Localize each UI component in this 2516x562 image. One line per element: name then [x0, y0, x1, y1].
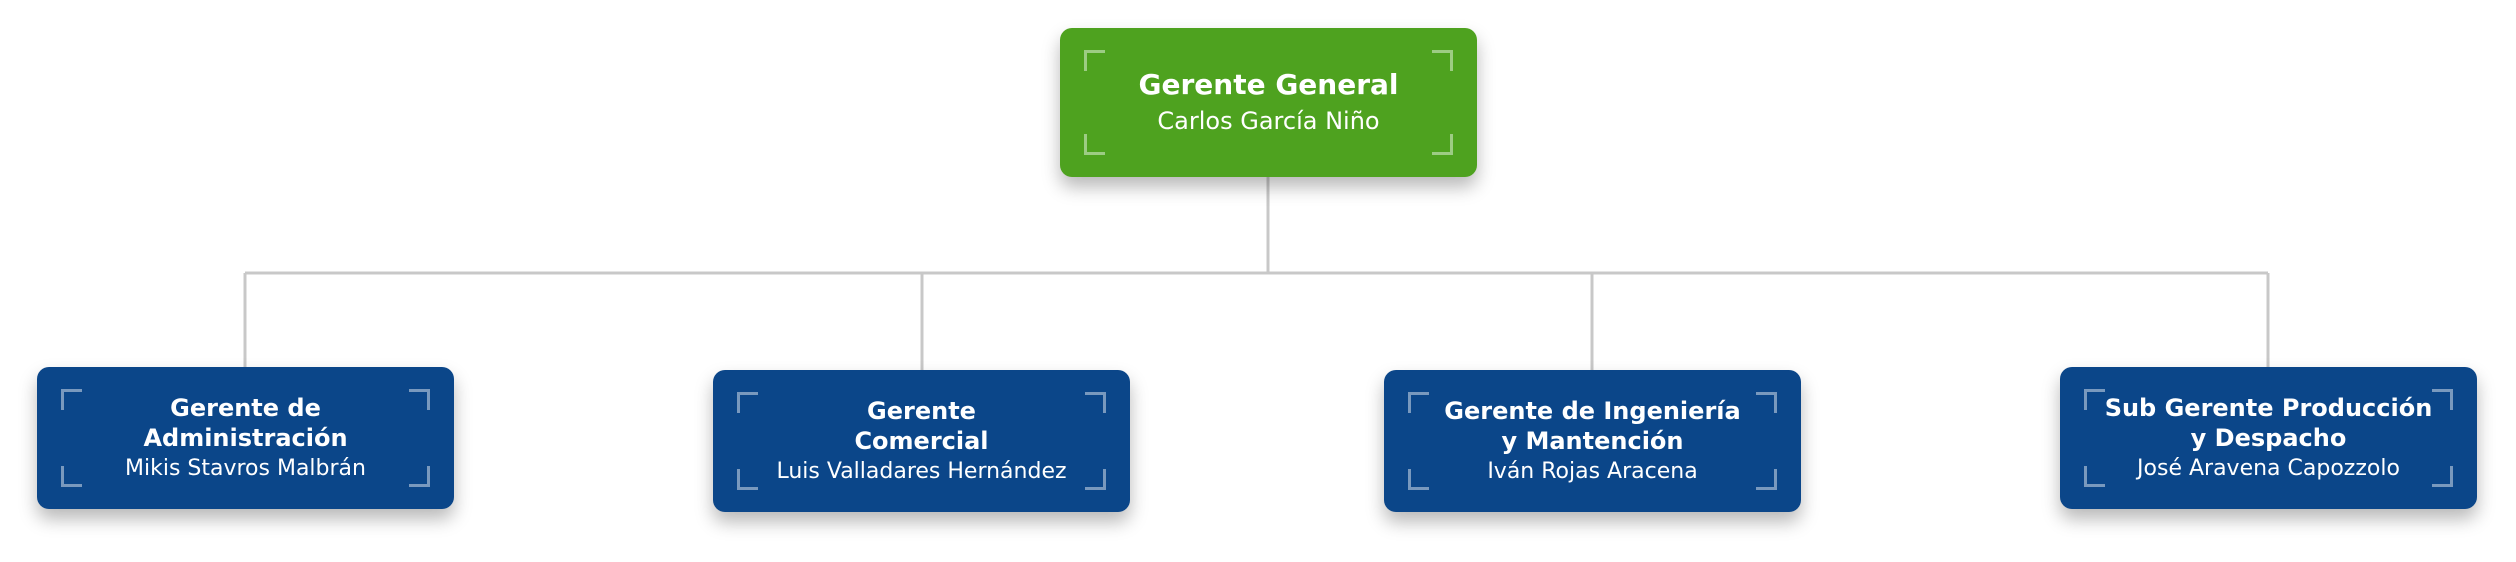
corner-bracket-decoration [2084, 389, 2105, 410]
node-person-name: José Aravena Capozzolo [2137, 455, 2400, 481]
corner-bracket-decoration [1408, 392, 1429, 413]
node-title: Gerente de Ingeniería y Mantención [1444, 396, 1741, 455]
node-person-name: Carlos García Niño [1157, 107, 1380, 136]
corner-bracket-decoration [1084, 50, 1105, 71]
node-person-name: Luis Valladares Hernández [776, 458, 1067, 484]
node-gerente-comercial: Gerente Comercial Luis Valladares Hernán… [713, 370, 1130, 512]
node-title: Gerente Comercial [854, 396, 989, 455]
corner-bracket-decoration [1432, 134, 1453, 155]
corner-bracket-decoration [1408, 469, 1429, 490]
corner-bracket-decoration [737, 392, 758, 413]
corner-bracket-decoration [1756, 392, 1777, 413]
node-person-name: Mikis Stavros Malbrán [125, 455, 366, 481]
corner-bracket-decoration [1084, 134, 1105, 155]
corner-bracket-decoration [409, 466, 430, 487]
corner-bracket-decoration [1085, 392, 1106, 413]
corner-bracket-decoration [61, 389, 82, 410]
corner-bracket-decoration [737, 469, 758, 490]
node-title: Gerente General [1138, 68, 1399, 102]
corner-bracket-decoration [409, 389, 430, 410]
node-gerente-ingenieria: Gerente de Ingeniería y Mantención Iván … [1384, 370, 1801, 512]
node-gerente-general: Gerente General Carlos García Niño [1060, 28, 1477, 177]
node-person-name: Iván Rojas Aracena [1487, 458, 1698, 484]
corner-bracket-decoration [1756, 469, 1777, 490]
node-title: Sub Gerente Producción y Despacho [2104, 393, 2433, 452]
node-gerente-administracion: Gerente de Administración Mikis Stavros … [37, 367, 454, 509]
corner-bracket-decoration [1432, 50, 1453, 71]
corner-bracket-decoration [2432, 389, 2453, 410]
node-title: Gerente de Administración [143, 393, 348, 452]
corner-bracket-decoration [2084, 466, 2105, 487]
corner-bracket-decoration [2432, 466, 2453, 487]
corner-bracket-decoration [1085, 469, 1106, 490]
node-sub-gerente-produccion: Sub Gerente Producción y Despacho José A… [2060, 367, 2477, 509]
corner-bracket-decoration [61, 466, 82, 487]
